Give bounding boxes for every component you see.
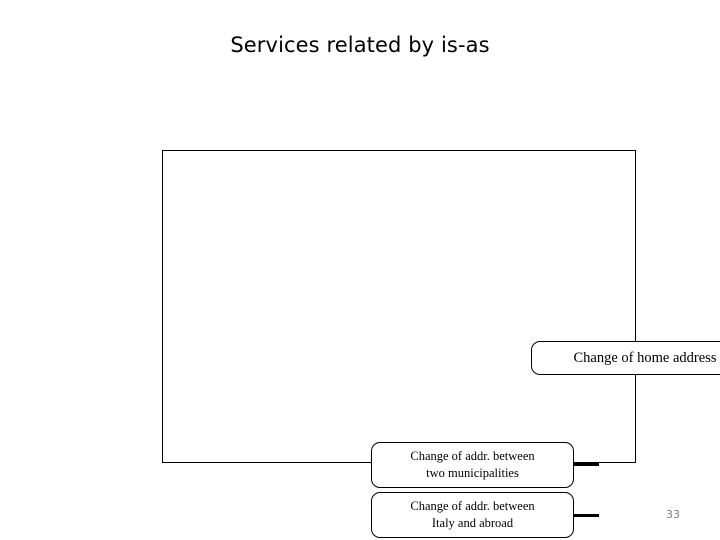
diagram-node-child-0-line2: two municipalities (426, 466, 519, 480)
diagram-node-root[interactable]: Change of home address (531, 341, 720, 375)
diagram-node-child-0-line1: Change of addr. between (410, 449, 535, 463)
diagram-node-child-1[interactable]: Change of addr. between Italy and abroad (371, 492, 574, 538)
diagram-node-child-1-line2: Italy and abroad (431, 516, 514, 530)
diagram-node-child-1-label: Change of addr. between Italy and abroad (372, 498, 573, 532)
diagram-frame: Change of home address Change of addr. b… (162, 150, 720, 538)
page-number: 33 (666, 508, 680, 521)
diagram-node-child-1-line1: Change of addr. between (410, 499, 535, 513)
connector-line-child-0 (574, 463, 599, 466)
diagram-node-child-0-label: Change of addr. between two municipaliti… (372, 448, 573, 482)
page-title: Services related by is-as (230, 33, 490, 57)
diagram-node-child-0[interactable]: Change of addr. between two municipaliti… (371, 442, 574, 488)
diagram-node-root-label: Change of home address (573, 349, 717, 366)
connector-line-child-1 (574, 514, 599, 517)
